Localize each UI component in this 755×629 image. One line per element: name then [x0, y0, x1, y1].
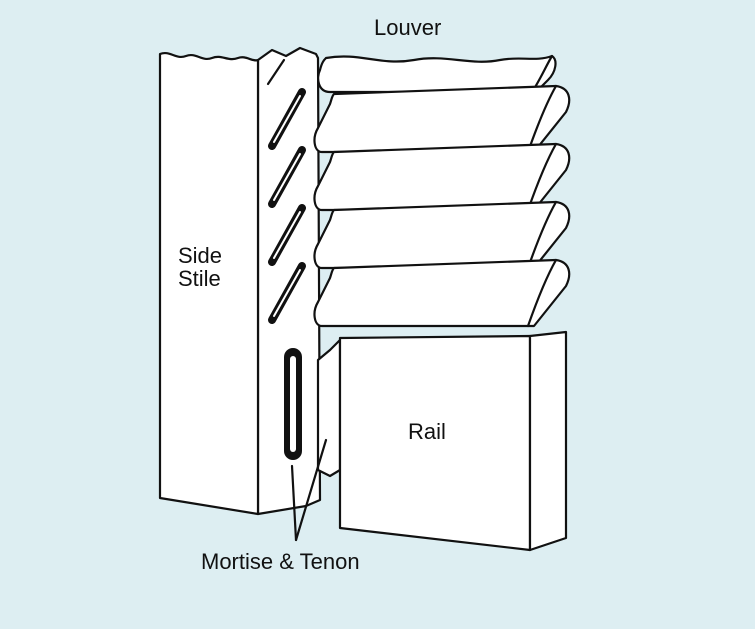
louver-slot — [266, 58, 286, 86]
louver-slat — [313, 142, 571, 212]
side-stile-label-line1: Side — [178, 243, 223, 268]
louver-slat — [313, 200, 571, 270]
stile-front-face — [158, 52, 260, 516]
rail-label: Rail — [408, 419, 446, 444]
mortise-tenon-pointers — [290, 438, 328, 542]
side-stile-label-line2: Stile — [178, 266, 221, 292]
stile-side-face — [256, 46, 322, 516]
mortise-tenon-label: Mortise & Tenon — [201, 549, 360, 574]
mortise — [284, 348, 302, 460]
louver-slat — [313, 84, 571, 154]
louvers — [313, 54, 571, 328]
rail-side-face — [528, 330, 568, 552]
rail-block — [338, 330, 568, 552]
louver-slat — [313, 258, 571, 328]
louver-label: Louver — [374, 15, 442, 40]
side-stile-label: Side Stile — [178, 244, 222, 290]
louver-slots — [266, 58, 306, 324]
